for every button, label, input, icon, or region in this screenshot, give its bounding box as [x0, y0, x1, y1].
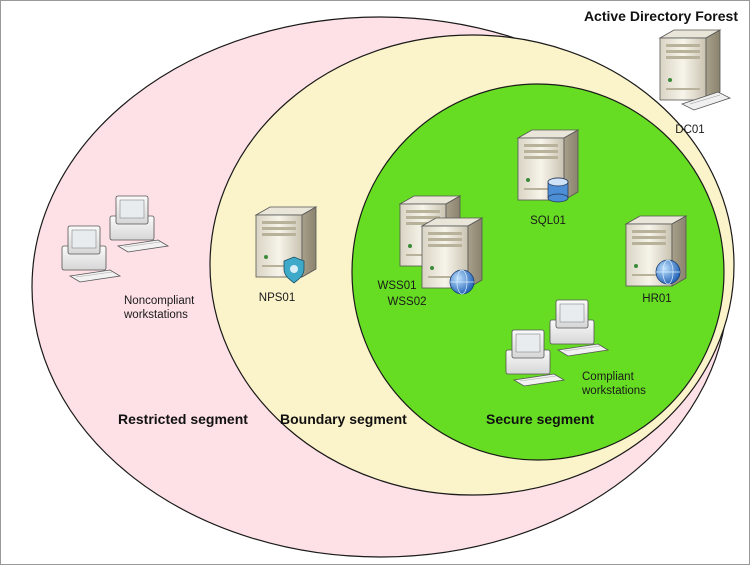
- label-nps01: NPS01: [259, 292, 295, 304]
- server-icon-dc01: [659, 29, 732, 111]
- label-dc01: DC01: [675, 124, 704, 136]
- server-icon-sql01: [517, 129, 579, 203]
- label-noncompliant-line2: workstations: [123, 309, 188, 321]
- label-noncompliant-line1: Noncompliant: [124, 295, 195, 307]
- label-compliant-line1: Compliant: [582, 371, 635, 383]
- label-secure-segment: Secure segment: [486, 411, 594, 427]
- label-wss01: WSS01: [378, 280, 417, 292]
- label-sql01: SQL01: [530, 215, 566, 227]
- label-boundary-segment: Boundary segment: [280, 411, 407, 427]
- label-compliant-line2: workstations: [581, 385, 646, 397]
- label-wss02: WSS02: [388, 296, 427, 308]
- server-icon-nps01: [255, 206, 317, 284]
- server-icon-wss02: [421, 217, 483, 295]
- label-restricted-segment: Restricted segment: [118, 411, 248, 427]
- forest-title: Active Directory Forest: [584, 8, 738, 24]
- server-icon-hr01: [625, 215, 687, 287]
- label-hr01: HR01: [642, 293, 671, 305]
- secure-segment-zone: [351, 83, 725, 461]
